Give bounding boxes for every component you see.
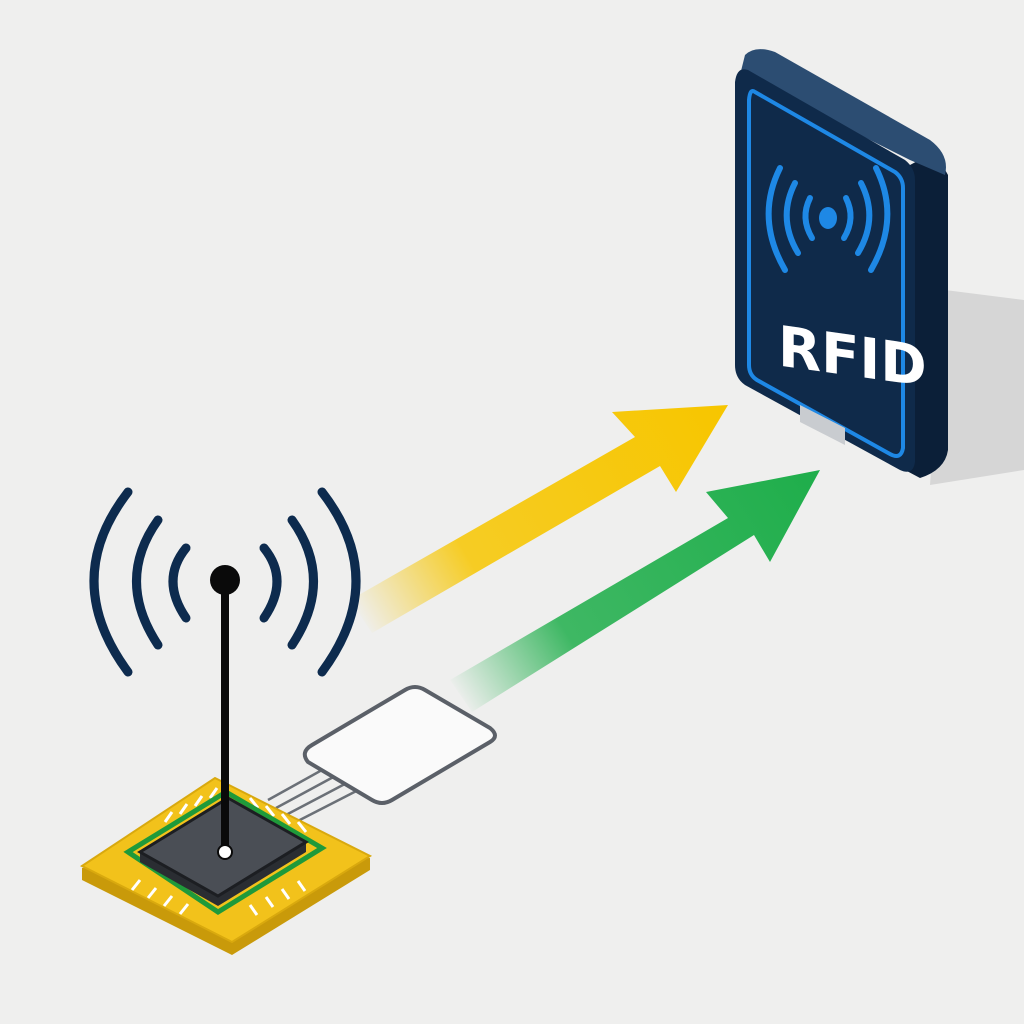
wireless-signal-icon — [765, 165, 891, 273]
reader-shadow — [930, 290, 1024, 485]
chip-ring — [123, 789, 327, 915]
yellow-signal-arrow — [350, 405, 728, 633]
reader-inner-border — [747, 89, 905, 458]
tag-card-icon — [267, 685, 497, 826]
green-signal-arrow — [450, 470, 820, 712]
reader-top — [740, 49, 946, 175]
broadcast-antenna-icon — [89, 487, 361, 860]
reader-side — [905, 159, 948, 478]
rfid-reader: RFID — [735, 49, 948, 478]
reader-stand — [800, 405, 845, 445]
